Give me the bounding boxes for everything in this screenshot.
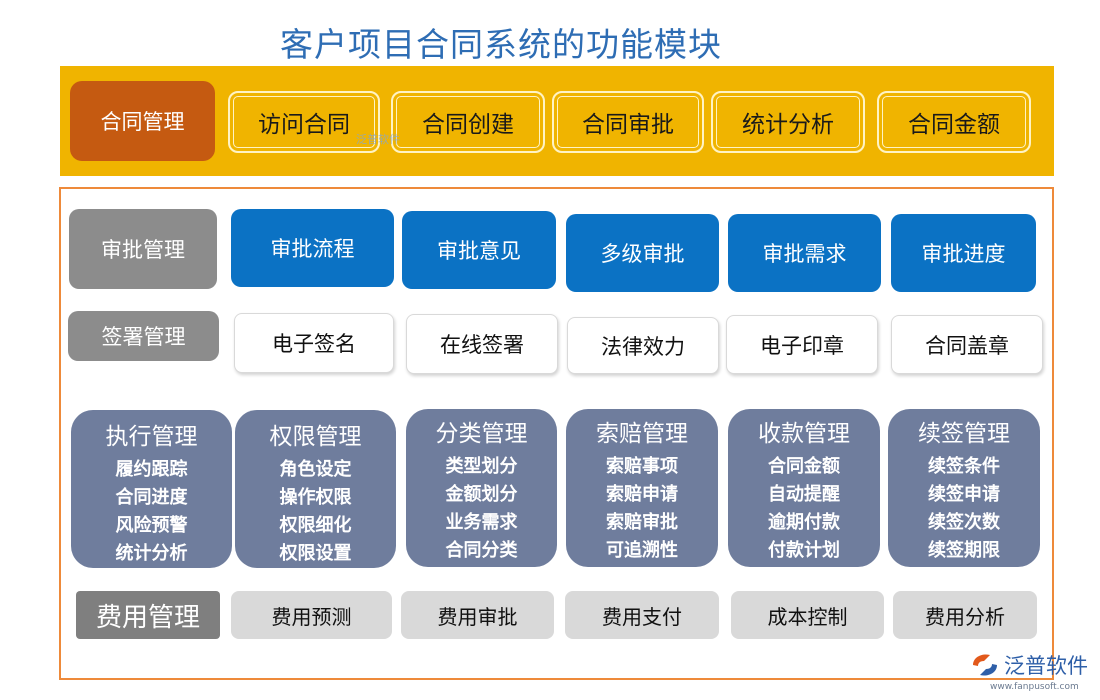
card-item: 索赔审批 bbox=[606, 512, 678, 533]
card-item: 续签次数 bbox=[928, 512, 1000, 533]
approval-item-progress: 审批进度 bbox=[891, 214, 1036, 292]
card-item: 续签申请 bbox=[928, 484, 1000, 505]
brand-url: www.fanpusoft.com bbox=[990, 682, 1079, 692]
fee-management-head: 费用管理 bbox=[76, 591, 220, 639]
card-title: 分类管理 bbox=[435, 421, 528, 447]
module-card-claims: 索赔管理 索赔事项 索赔申请 索赔审批 可追溯性 bbox=[566, 409, 718, 567]
card-item: 逾期付款 bbox=[768, 512, 840, 533]
card-item: 合同分类 bbox=[445, 540, 518, 561]
card-item: 合同进度 bbox=[115, 487, 188, 508]
card-title: 索赔管理 bbox=[596, 421, 688, 447]
fee-item-forecast: 费用预测 bbox=[231, 591, 392, 639]
card-item: 合同金额 bbox=[768, 456, 840, 477]
module-card-collection: 收款管理 合同金额 自动提醒 逾期付款 付款计划 bbox=[728, 409, 880, 567]
contract-item-approve: 合同审批 bbox=[552, 91, 704, 153]
module-card-renewal: 续签管理 续签条件 续签申请 续签次数 续签期限 bbox=[888, 409, 1040, 567]
module-card-execution: 执行管理 履约跟踪 合同进度 风险预警 统计分析 bbox=[71, 410, 232, 568]
signing-item-esignature: 电子签名 bbox=[234, 313, 394, 373]
signing-item-stamp: 合同盖章 bbox=[891, 315, 1043, 374]
module-card-permission: 权限管理 角色设定 操作权限 权限细化 权限设置 bbox=[235, 410, 396, 568]
card-item: 角色设定 bbox=[279, 459, 352, 480]
card-item: 续签期限 bbox=[928, 540, 1000, 561]
contract-management-head: 合同管理 bbox=[70, 81, 215, 161]
card-title: 续签管理 bbox=[918, 421, 1010, 447]
module-card-category: 分类管理 类型划分 金额划分 业务需求 合同分类 bbox=[406, 409, 557, 567]
brand-logo: 泛普软件 bbox=[970, 650, 1088, 680]
signing-item-eseal: 电子印章 bbox=[726, 315, 878, 374]
approval-item-opinion: 审批意见 bbox=[402, 211, 556, 289]
card-item: 可追溯性 bbox=[606, 540, 678, 561]
card-item: 索赔申请 bbox=[606, 484, 678, 505]
approval-item-flow: 审批流程 bbox=[231, 209, 394, 287]
card-item: 业务需求 bbox=[445, 512, 518, 533]
brand-logo-icon bbox=[973, 654, 997, 676]
card-item: 履约跟踪 bbox=[115, 459, 188, 480]
watermark: 泛普软件 bbox=[356, 133, 400, 146]
card-item: 金额划分 bbox=[445, 484, 518, 505]
approval-item-requirement: 审批需求 bbox=[728, 214, 881, 292]
brand-name: 泛普软件 bbox=[1004, 654, 1088, 678]
page-title: 客户项目合同系统的功能模块 bbox=[280, 25, 722, 64]
card-item: 统计分析 bbox=[115, 543, 188, 564]
signing-management-head: 签署管理 bbox=[68, 311, 219, 361]
card-item: 操作权限 bbox=[279, 487, 352, 508]
fee-item-analysis: 费用分析 bbox=[893, 591, 1037, 639]
card-item: 续签条件 bbox=[928, 456, 1000, 477]
card-item: 付款计划 bbox=[768, 540, 840, 561]
card-item: 权限细化 bbox=[279, 515, 352, 536]
signing-item-legal: 法律效力 bbox=[567, 317, 719, 374]
card-title: 收款管理 bbox=[758, 421, 850, 447]
approval-management-head: 审批管理 bbox=[69, 209, 217, 289]
approval-item-multilevel: 多级审批 bbox=[566, 214, 719, 292]
card-title: 权限管理 bbox=[269, 424, 362, 450]
card-item: 索赔事项 bbox=[606, 456, 678, 477]
contract-item-create: 合同创建 bbox=[391, 91, 545, 153]
card-item: 权限设置 bbox=[279, 543, 352, 564]
contract-item-amount: 合同金额 bbox=[877, 91, 1031, 153]
contract-item-visit: 访问合同 bbox=[228, 91, 380, 153]
contract-item-stats: 统计分析 bbox=[711, 91, 865, 153]
card-item: 风险预警 bbox=[115, 515, 188, 536]
signing-item-online: 在线签署 bbox=[406, 314, 558, 374]
fee-item-cost-control: 成本控制 bbox=[731, 591, 884, 639]
fee-item-payment: 费用支付 bbox=[565, 591, 719, 639]
fee-item-approval: 费用审批 bbox=[401, 591, 554, 639]
card-item: 自动提醒 bbox=[768, 484, 840, 505]
card-title: 执行管理 bbox=[105, 424, 198, 450]
card-item: 类型划分 bbox=[445, 456, 518, 477]
